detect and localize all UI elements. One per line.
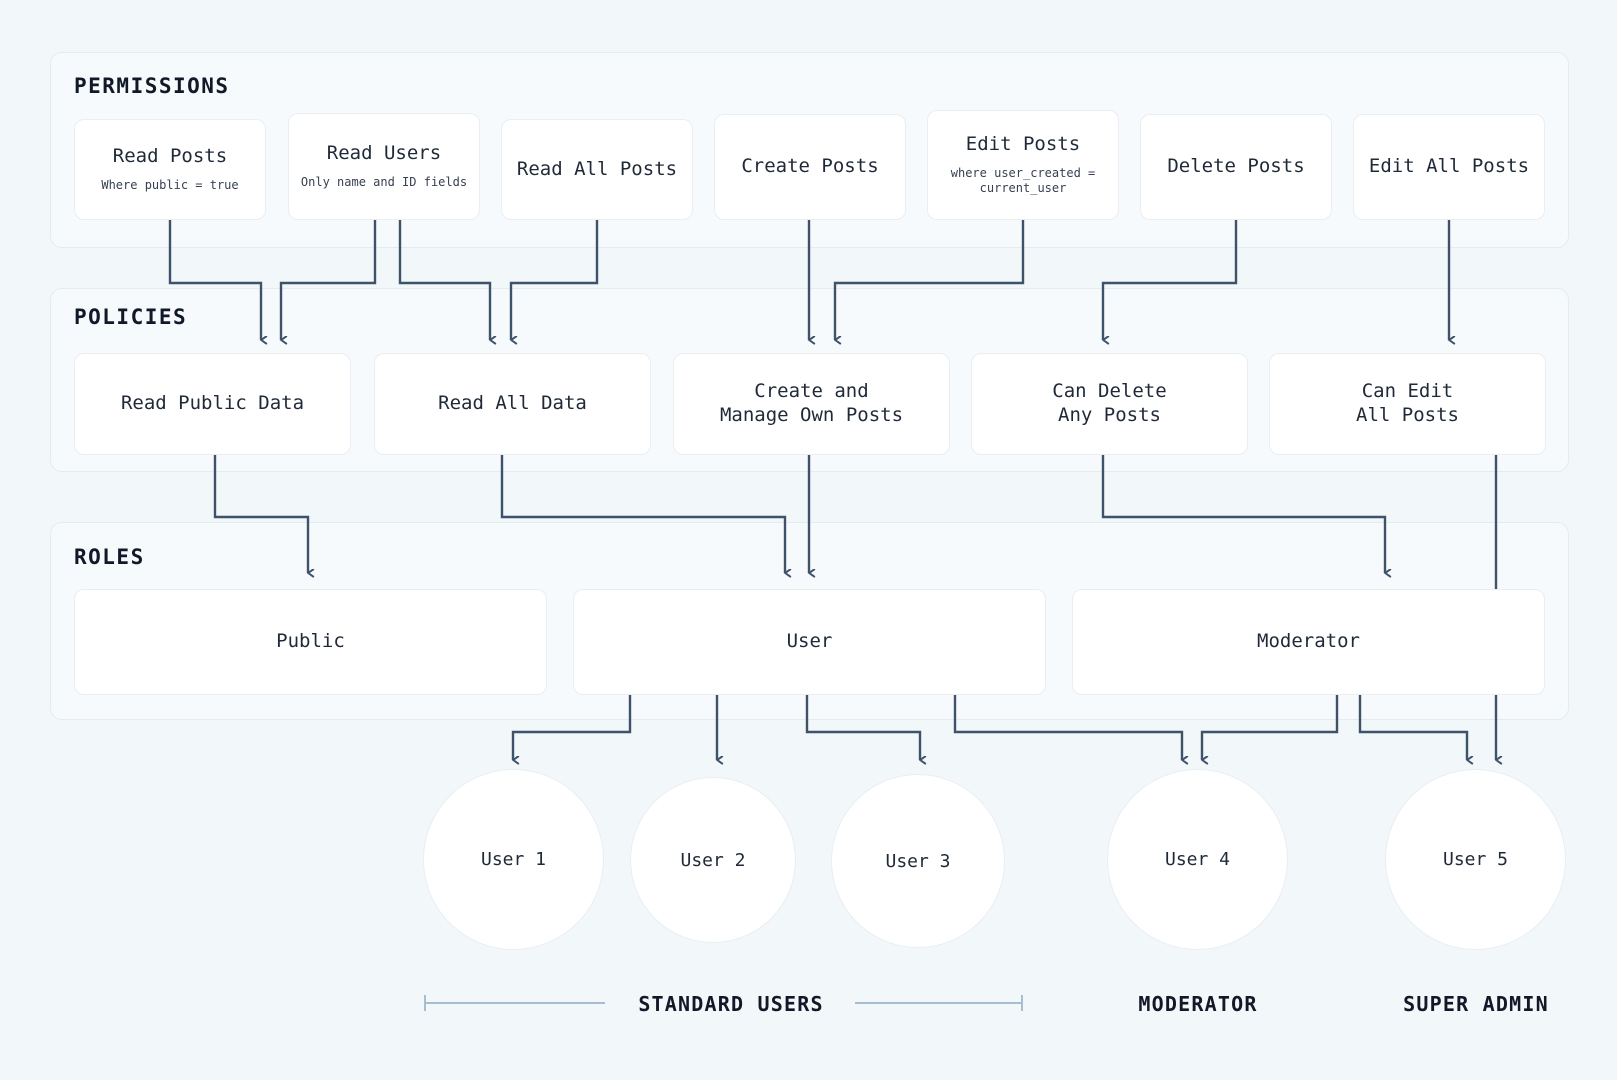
policy-title: Can Delete Any Posts (1052, 380, 1167, 426)
group-label-super-admin: SUPER ADMIN (1403, 992, 1549, 1016)
policy-node-read-public-data[interactable]: Read Public Data (74, 353, 351, 455)
policy-node-can-edit-all-posts[interactable]: Can Edit All Posts (1269, 353, 1546, 455)
policy-node-read-all-data[interactable]: Read All Data (374, 353, 651, 455)
user-label: User 2 (680, 849, 746, 871)
permission-title: Read Users (326, 142, 442, 165)
policy-node-create-manage-own-posts[interactable]: Create and Manage Own Posts (673, 353, 950, 455)
user-label: User 4 (1164, 849, 1231, 870)
user-node-2[interactable]: User 2 (630, 777, 796, 943)
user-node-1[interactable]: User 1 (423, 769, 604, 950)
role-node-moderator[interactable]: Moderator (1072, 589, 1545, 695)
group-label-moderator: MODERATOR (1138, 992, 1258, 1016)
user-node-5[interactable]: User 5 (1385, 769, 1566, 950)
permission-node-edit-all-posts[interactable]: Edit All Posts (1353, 114, 1545, 220)
permission-title: Edit Posts (965, 133, 1081, 156)
permission-node-delete-posts[interactable]: Delete Posts (1140, 114, 1332, 220)
permissions-section-title: PERMISSIONS (74, 74, 230, 98)
user-node-3[interactable]: User 3 (831, 774, 1005, 948)
permission-node-create-posts[interactable]: Create Posts (714, 114, 906, 220)
policies-section-title: POLICIES (74, 305, 188, 329)
user-label: User 1 (480, 849, 547, 870)
permission-title: Edit All Posts (1368, 155, 1530, 178)
policy-title: Create and Manage Own Posts (719, 380, 904, 426)
role-title: Moderator (1257, 630, 1360, 653)
policy-node-can-delete-any-posts[interactable]: Can Delete Any Posts (971, 353, 1248, 455)
user-node-4[interactable]: User 4 (1107, 769, 1288, 950)
permission-subtitle: where user_created = current_user (950, 165, 1096, 196)
role-node-public[interactable]: Public (74, 589, 547, 695)
policy-title: Read Public Data (120, 392, 305, 415)
policy-title: Read All Data (438, 392, 587, 415)
permission-title: Create Posts (741, 155, 879, 178)
permission-subtitle: Where public = true (101, 178, 239, 193)
permission-node-read-users[interactable]: Read Users Only name and ID fields (288, 113, 480, 220)
permission-node-edit-posts[interactable]: Edit Posts where user_created = current_… (927, 110, 1119, 220)
permission-title: Delete Posts (1167, 155, 1305, 178)
role-node-user[interactable]: User (573, 589, 1046, 695)
permission-title: Read All Posts (516, 157, 678, 180)
permission-node-read-all-posts[interactable]: Read All Posts (501, 119, 693, 220)
permission-subtitle: Only name and ID fields (300, 175, 468, 190)
permission-node-read-posts[interactable]: Read Posts Where public = true (74, 119, 266, 220)
roles-section-title: ROLES (74, 545, 145, 569)
permission-title: Read Posts (112, 145, 228, 168)
role-title: User (786, 630, 833, 653)
user-label: User 5 (1442, 849, 1509, 870)
policy-title: Can Edit All Posts (1356, 380, 1459, 426)
group-label-standard-users: STANDARD USERS (638, 992, 824, 1016)
role-title: Public (276, 630, 345, 653)
user-label: User 3 (885, 850, 951, 872)
